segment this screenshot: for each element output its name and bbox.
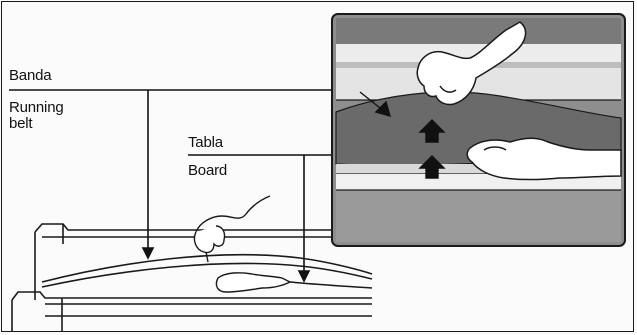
- belt-label-es: Banda: [9, 68, 51, 84]
- hand-lifting-belt-icon: [194, 196, 270, 262]
- inset-detail-panel: [332, 14, 625, 246]
- board-label-en: Board: [188, 163, 227, 179]
- treadmill-deck: [12, 224, 372, 332]
- board-label-es: Tabla: [188, 135, 223, 151]
- belt-label-en: Running belt: [9, 100, 89, 132]
- hand-under-belt-icon: [216, 273, 372, 292]
